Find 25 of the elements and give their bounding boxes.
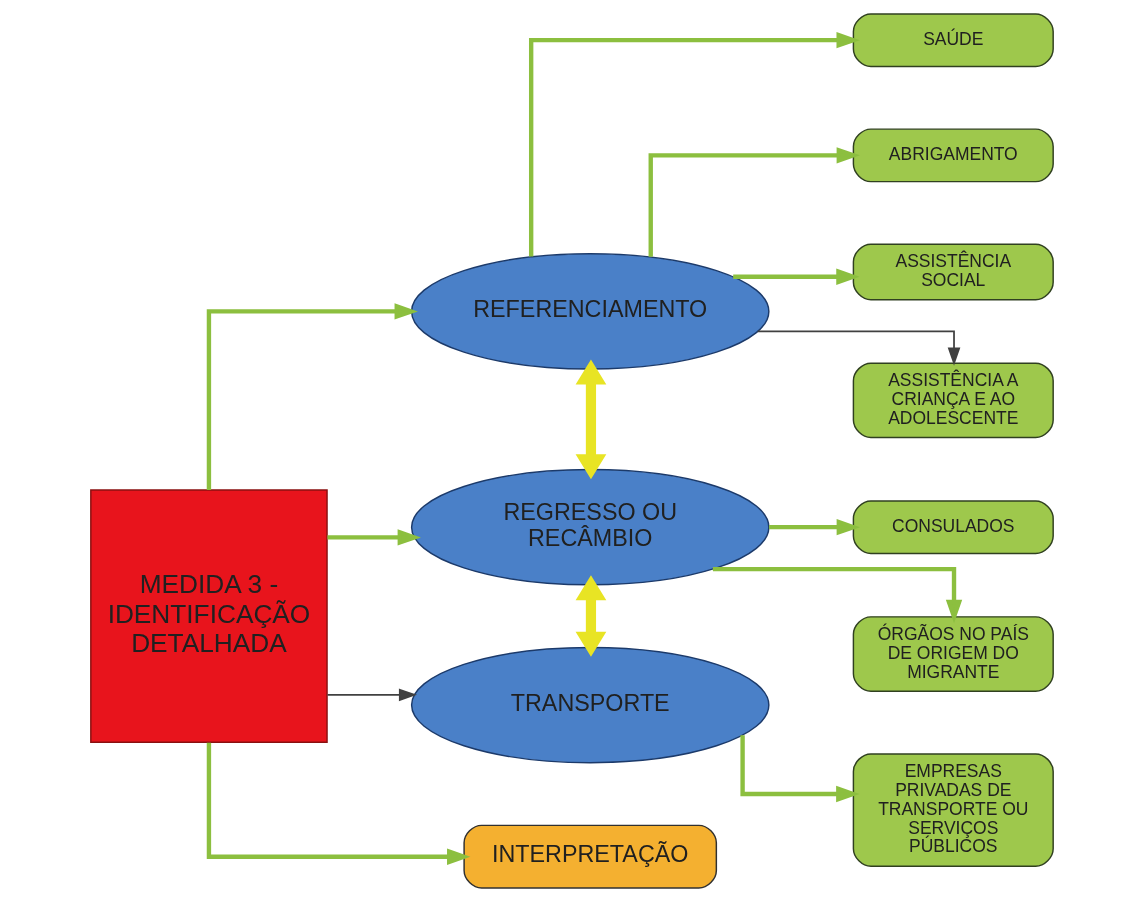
arrow — [648, 147, 860, 257]
arrow — [575, 359, 606, 480]
arrow — [739, 735, 859, 803]
node-box: EMPRESAS PRIVADAS DE TRANSPORTE OU SERVIÇOS PÚBLICOS — [852, 753, 1054, 867]
arrow — [732, 268, 860, 285]
node-box: ÓRGÃOS NO PAÍS DE ORIGEM DO MIGRANTE — [852, 616, 1054, 692]
node-box: ABRIGAMENTO — [852, 128, 1054, 183]
node-box: SAÚDE — [852, 13, 1054, 68]
arrow — [327, 529, 421, 546]
arrow — [206, 742, 470, 865]
node-ellipse: REFERENCIAMENTO — [410, 253, 770, 370]
arrow — [326, 688, 417, 702]
node-ellipse: TRANSPORTE — [410, 646, 770, 764]
node-box: INTERPRETAÇÃO — [462, 824, 717, 889]
node-ellipse: REGRESSO OU RECÂMBIO — [410, 468, 770, 586]
node-box: CONSULADOS — [852, 500, 1054, 555]
arrow — [712, 566, 962, 624]
node-box: ASSISTÊNCIA SOCIAL — [852, 243, 1054, 301]
node-box: MEDIDA 3 - IDENTIFICAÇÃO DETALHADA — [89, 489, 328, 743]
arrow — [206, 303, 418, 490]
node-box: ASSISTÊNCIA A CRIANÇA E AO ADOLESCENTE — [852, 362, 1054, 439]
arrow — [528, 32, 860, 257]
arrow — [756, 330, 960, 366]
arrow — [575, 575, 606, 657]
arrow — [768, 519, 860, 536]
